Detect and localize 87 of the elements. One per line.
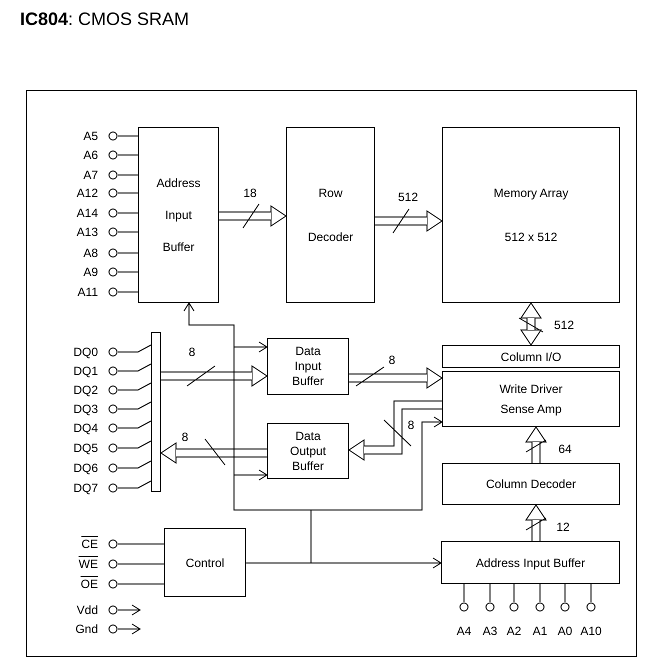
pin-line <box>118 154 138 156</box>
pin-label: Vdd <box>76 603 98 617</box>
pin-line <box>118 174 138 176</box>
bus-arrow <box>526 504 546 541</box>
control-line <box>246 558 442 568</box>
pin-label: A12 <box>76 186 98 200</box>
pin-line <box>118 402 152 410</box>
pin-label: CE <box>81 537 98 551</box>
bus-arrow <box>160 442 267 464</box>
block-box <box>442 345 620 368</box>
pin-label: A14 <box>76 206 98 220</box>
pin-line <box>118 364 152 372</box>
pin-label: WE <box>78 557 98 571</box>
block-box <box>286 127 375 303</box>
block-box <box>267 338 349 395</box>
pin-label: OE <box>80 577 98 591</box>
bus-width-label: 18 <box>243 186 257 200</box>
bus-arrow <box>161 366 268 386</box>
block-box <box>442 463 620 505</box>
block-label: Data Input Buffer <box>291 344 325 389</box>
bus-width-label: 8 <box>388 353 396 367</box>
pin-label: A1 <box>532 624 548 638</box>
pin-label: Gnd <box>75 622 98 636</box>
pin-label: DQ2 <box>73 383 98 397</box>
pin-label: A7 <box>83 168 98 182</box>
pin-label: DQ5 <box>73 441 98 455</box>
pin-label: A10 <box>580 624 602 638</box>
bus-width-label: 8 <box>408 418 414 432</box>
data-bus-bar <box>151 332 161 492</box>
block-box <box>442 127 620 303</box>
pin-label: A0 <box>558 624 572 638</box>
bus-width-label: 8 <box>182 430 188 444</box>
block-box <box>164 528 246 597</box>
pin-label: A11 <box>78 285 98 299</box>
block-label: 512 x 512 <box>504 229 558 245</box>
pin-line <box>118 604 140 616</box>
bus-arrow <box>526 426 546 463</box>
bus-arrow <box>375 210 442 232</box>
block-box <box>138 127 219 303</box>
block-label: Data Output Buffer <box>288 428 328 474</box>
pin-line <box>118 382 152 390</box>
block-label: Memory Array <box>494 185 568 201</box>
block-box <box>442 371 620 427</box>
pin-line <box>590 584 592 602</box>
pin-label: DQ6 <box>73 461 98 475</box>
pin-line <box>564 584 566 602</box>
block-label: Control <box>186 554 224 572</box>
pin-label: A13 <box>76 225 98 239</box>
pin-line <box>118 212 138 214</box>
pin-label: A5 <box>83 129 98 143</box>
pin-label: A6 <box>83 148 98 162</box>
bus-arrow <box>219 206 286 226</box>
block-label: Write Driver Sense Amp <box>498 381 564 418</box>
pin-label: A8 <box>83 246 98 260</box>
block-box <box>267 423 349 479</box>
pin-line <box>118 460 152 468</box>
pin-label: A9 <box>83 265 98 279</box>
bus-arrow <box>520 302 542 346</box>
pin-label: DQ0 <box>73 345 98 359</box>
pin-line <box>118 344 152 352</box>
pin-label: DQ3 <box>73 402 98 416</box>
bus-width-label: 12 <box>556 520 570 534</box>
pin-line <box>118 624 140 634</box>
bus-width-label: 512 <box>554 318 574 332</box>
bus-width-label: 64 <box>558 442 572 456</box>
block-label: Column Decoder <box>486 476 576 493</box>
pin-label: DQ4 <box>73 421 98 435</box>
block-label: Address Input Buffer <box>155 175 202 256</box>
block-box <box>441 541 620 584</box>
pin-line <box>118 192 138 194</box>
pin-label: A3 <box>482 624 498 638</box>
pin-line <box>118 252 138 254</box>
pin-line <box>118 420 152 428</box>
pin-line <box>118 480 152 488</box>
bus-width-label: 8 <box>188 345 196 359</box>
pin-line <box>118 440 152 448</box>
bus-width-label: 512 <box>398 190 418 204</box>
pin-label: DQ1 <box>73 364 98 378</box>
bus-arrow <box>348 400 442 460</box>
block-label: Row Decoder <box>306 185 354 246</box>
pin-label: A2 <box>506 624 522 638</box>
bus-arrow <box>349 368 442 388</box>
block-label: Address Input Buffer <box>476 554 586 572</box>
pin-label: A4 <box>456 624 472 638</box>
pin-label: DQ7 <box>73 481 98 495</box>
block-label: Column I/O <box>500 348 562 366</box>
diagram-title: IC804: CMOS SRAM <box>20 8 190 30</box>
